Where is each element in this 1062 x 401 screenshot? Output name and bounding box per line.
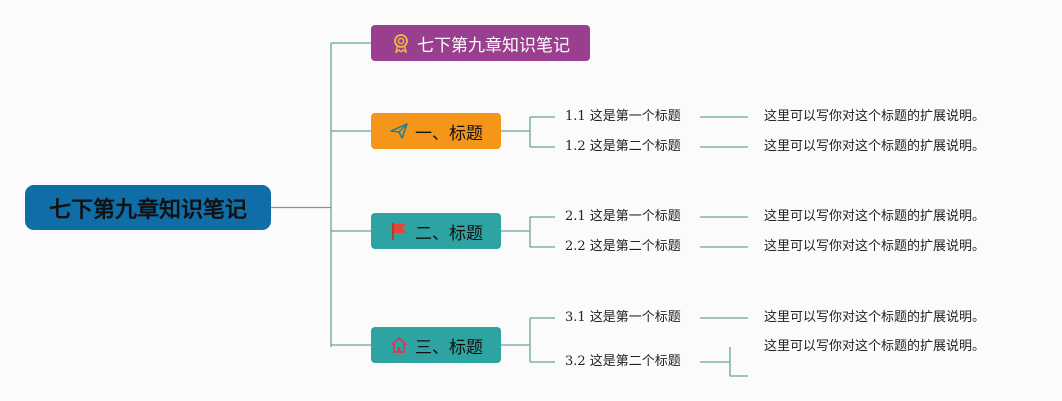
paper-plane-icon: [389, 121, 409, 141]
branch-topic-1[interactable]: 一、标题: [371, 113, 501, 149]
branch-topic-2[interactable]: 二、标题: [371, 213, 501, 249]
top-note-topic[interactable]: 七下第九章知识笔记: [371, 25, 590, 61]
branch-topic-1-label: 一、标题: [415, 123, 483, 144]
subtopic-2-2[interactable]: 2.2 这是第二个标题: [565, 239, 681, 254]
branch-topic-2-label: 二、标题: [415, 223, 483, 244]
award-ribbon-icon: [391, 33, 411, 53]
subtopic-2-1[interactable]: 2.1 这是第一个标题: [565, 209, 681, 224]
description-3-1[interactable]: 这里可以写你对这个标题的扩展说明。: [764, 310, 986, 325]
flag-icon: [389, 221, 409, 241]
branch-topic-3-label: 三、标题: [415, 337, 483, 358]
house-icon: [389, 335, 409, 355]
description-2-2[interactable]: 这里可以写你对这个标题的扩展说明。: [764, 239, 986, 254]
subtopic-1-2[interactable]: 1.2 这是第二个标题: [565, 139, 681, 154]
root-topic-label: 七下第九章知识笔记: [48, 197, 247, 223]
subtopic-3-2[interactable]: 3.2 这是第二个标题: [565, 354, 681, 369]
top-note-label: 七下第九章知识笔记: [417, 35, 570, 56]
branch-topic-3[interactable]: 三、标题: [371, 327, 501, 363]
subtopic-1-1[interactable]: 1.1 这是第一个标题: [565, 109, 681, 124]
description-1-2[interactable]: 这里可以写你对这个标题的扩展说明。: [764, 139, 986, 154]
description-3-2[interactable]: 这里可以写你对这个标题的扩展说明。: [764, 339, 986, 354]
subtopic-3-1[interactable]: 3.1 这是第一个标题: [565, 310, 681, 325]
description-1-1[interactable]: 这里可以写你对这个标题的扩展说明。: [764, 109, 986, 124]
root-topic[interactable]: 七下第九章知识笔记: [25, 185, 271, 230]
description-2-1[interactable]: 这里可以写你对这个标题的扩展说明。: [764, 209, 986, 224]
